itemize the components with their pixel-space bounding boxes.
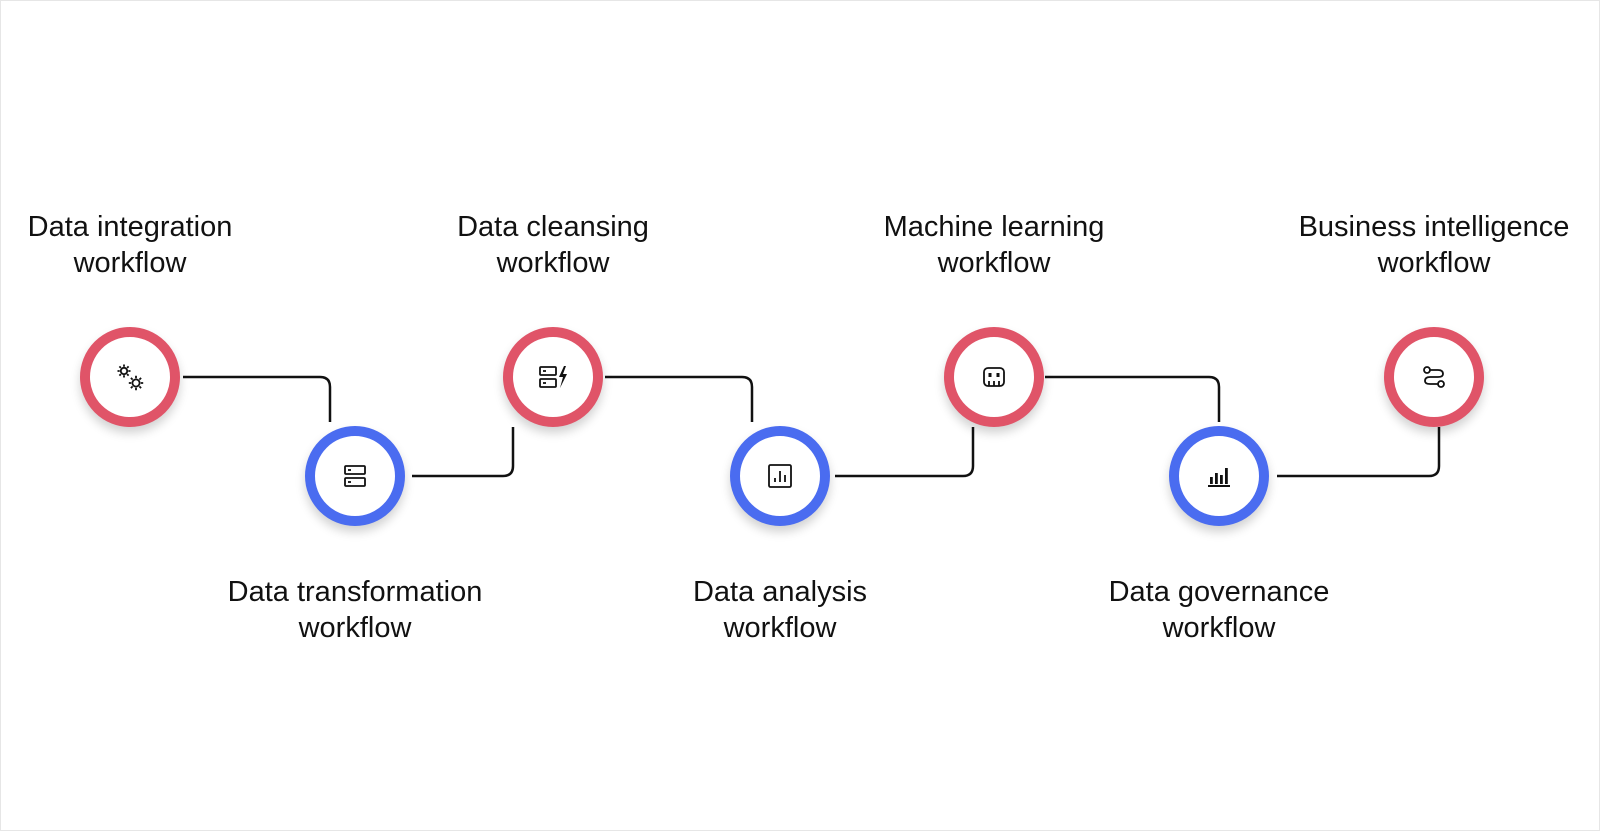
label-data-transformation: Data transformation workflow — [195, 574, 515, 646]
gears-icon — [117, 364, 144, 391]
label-line1: Machine learning — [883, 211, 1105, 243]
node-business-intelligence[interactable] — [1384, 327, 1484, 427]
server-bolt-icon — [539, 366, 567, 388]
label-line1: Data transformation — [227, 576, 483, 608]
label-line1: Data governance — [1108, 576, 1330, 608]
label-line2: workflow — [937, 247, 1051, 279]
route-icon — [1423, 366, 1445, 388]
label-line2: workflow — [73, 247, 187, 279]
label-line1: Business intelligence — [1298, 211, 1570, 243]
node-data-governance[interactable] — [1169, 426, 1269, 526]
label-line2: workflow — [1377, 247, 1491, 279]
node-data-analysis[interactable] — [730, 426, 830, 526]
connector-2-3 — [412, 427, 515, 478]
server-icon — [344, 465, 366, 487]
label-line2: workflow — [1162, 612, 1276, 644]
connector-1-2 — [183, 375, 332, 422]
connector-6-7 — [1277, 427, 1441, 478]
label-line1: Data analysis — [692, 576, 868, 608]
label-business-intelligence: Business intelligence workflow — [1274, 209, 1594, 281]
bar-chart-icon — [1208, 468, 1230, 487]
label-data-integration: Data integration workflow — [0, 209, 290, 281]
label-line1: Data integration — [27, 211, 233, 243]
label-line2: workflow — [298, 612, 412, 644]
robot-icon — [983, 367, 1005, 387]
label-line2: workflow — [496, 247, 610, 279]
node-data-cleansing[interactable] — [503, 327, 603, 427]
connector-4-5 — [835, 427, 975, 478]
chart-box-icon — [768, 464, 792, 488]
label-data-governance: Data governance workflow — [1059, 574, 1379, 646]
node-machine-learning[interactable] — [944, 327, 1044, 427]
label-machine-learning: Machine learning workflow — [834, 209, 1154, 281]
label-line2: workflow — [723, 612, 837, 644]
connector-3-4 — [605, 375, 754, 422]
label-data-analysis: Data analysis workflow — [620, 574, 940, 646]
node-data-transformation[interactable] — [305, 426, 405, 526]
label-data-cleansing: Data cleansing workflow — [393, 209, 713, 281]
connector-5-6 — [1045, 375, 1221, 422]
node-data-integration[interactable] — [80, 327, 180, 427]
label-line1: Data cleansing — [457, 211, 649, 243]
